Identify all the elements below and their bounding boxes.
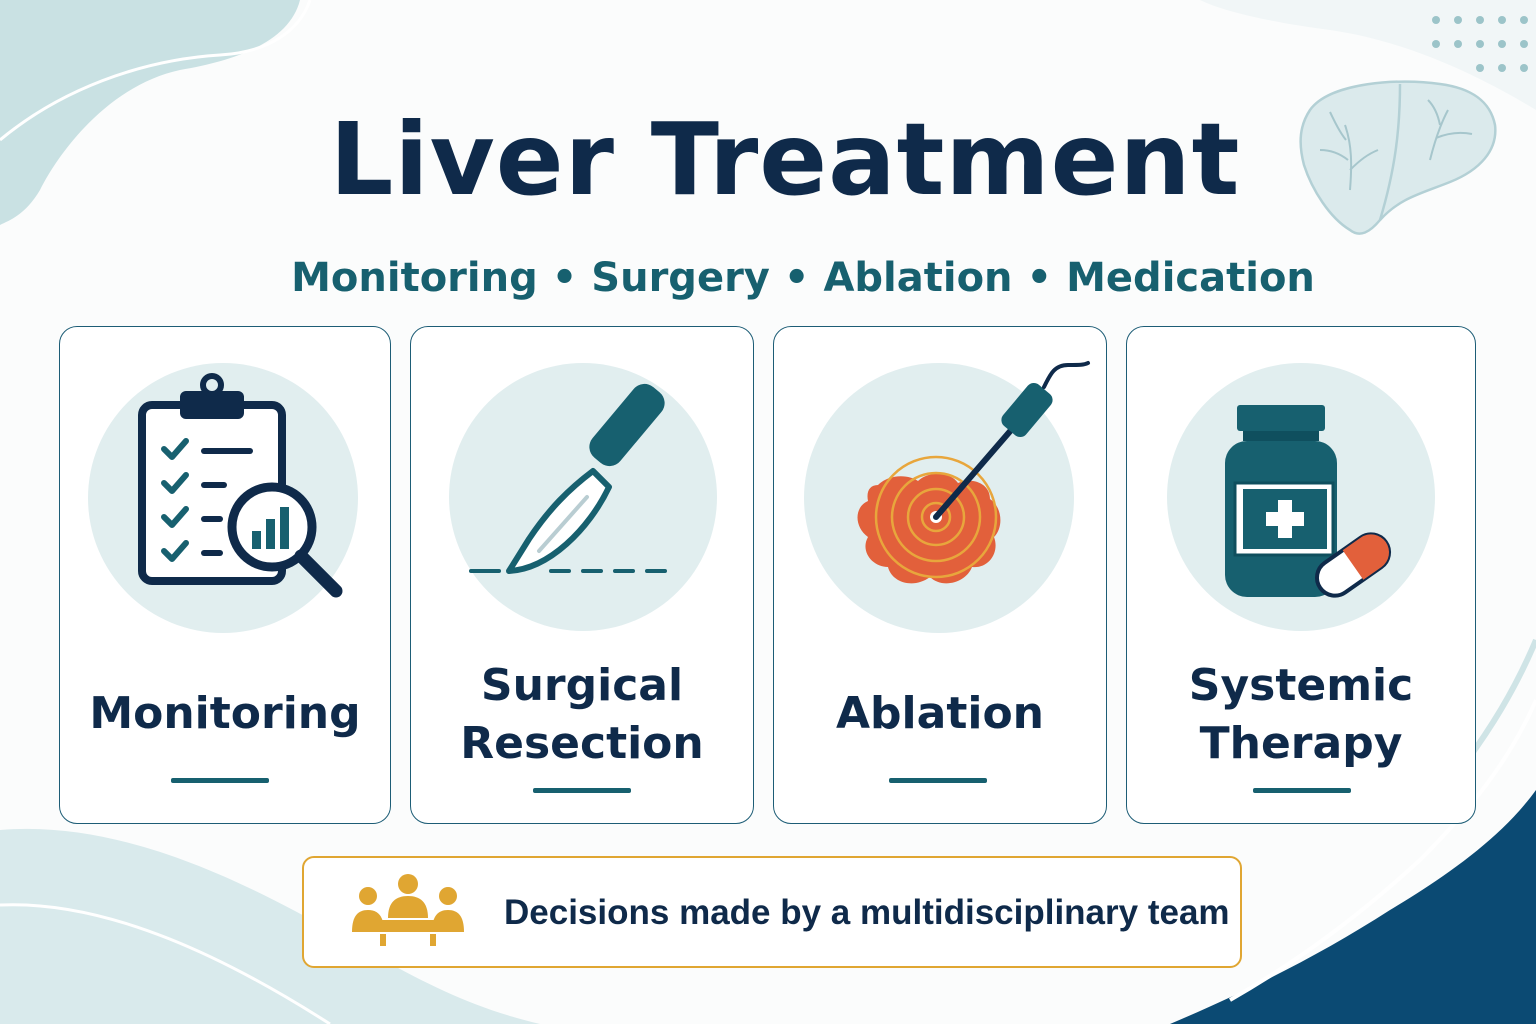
card-label-line: Resection <box>460 718 704 769</box>
card-underline <box>1253 788 1351 793</box>
ablation-probe-icon <box>857 361 1090 584</box>
card-underline <box>171 778 269 783</box>
team-banner-text: Decisions made by a multidisciplinary te… <box>504 893 1230 932</box>
card-monitoring: Monitoring <box>59 326 391 824</box>
card-underline <box>889 778 987 783</box>
scalpel-icon <box>469 383 667 574</box>
card-ablation: Ablation <box>773 326 1107 824</box>
card-label-line: Therapy <box>1199 718 1403 769</box>
card-systemic-therapy: Systemic Therapy <box>1126 326 1476 824</box>
card-label-line: Systemic <box>1188 660 1414 711</box>
subtitle-item-monitoring: Monitoring <box>291 255 538 301</box>
team-banner: Decisions made by a multidisciplinary te… <box>302 856 1242 968</box>
card-surgical-resection: Surgical Resection <box>410 326 754 824</box>
card-label: Systemic Therapy <box>1127 657 1475 773</box>
subtitle-separator: • <box>1026 255 1053 301</box>
subtitle-item-ablation: Ablation <box>823 255 1013 301</box>
dot-grid-decoration <box>1432 16 1528 72</box>
card-underline <box>533 788 631 793</box>
clipboard-magnifier-icon <box>138 373 343 598</box>
subtitle-item-medication: Medication <box>1066 255 1315 301</box>
card-label-line: Surgical <box>480 660 684 711</box>
page-title: Liver Treatment <box>329 101 1241 218</box>
card-label: Monitoring <box>60 685 390 743</box>
card-label: Surgical Resection <box>411 657 753 773</box>
team-meeting-icon <box>352 874 464 946</box>
card-label-line: Ablation <box>836 688 1044 739</box>
subtitle-item-surgery: Surgery <box>591 255 770 301</box>
subtitle-separator: • <box>551 255 578 301</box>
card-label-line: Monitoring <box>89 688 361 739</box>
subtitle-separator: • <box>783 255 810 301</box>
card-label: Ablation <box>774 685 1106 743</box>
liver-icon <box>1299 80 1497 235</box>
medicine-bottle-icon <box>1225 405 1392 598</box>
page-subtitle: Monitoring • Surgery • Ablation • Medication <box>0 250 1536 306</box>
